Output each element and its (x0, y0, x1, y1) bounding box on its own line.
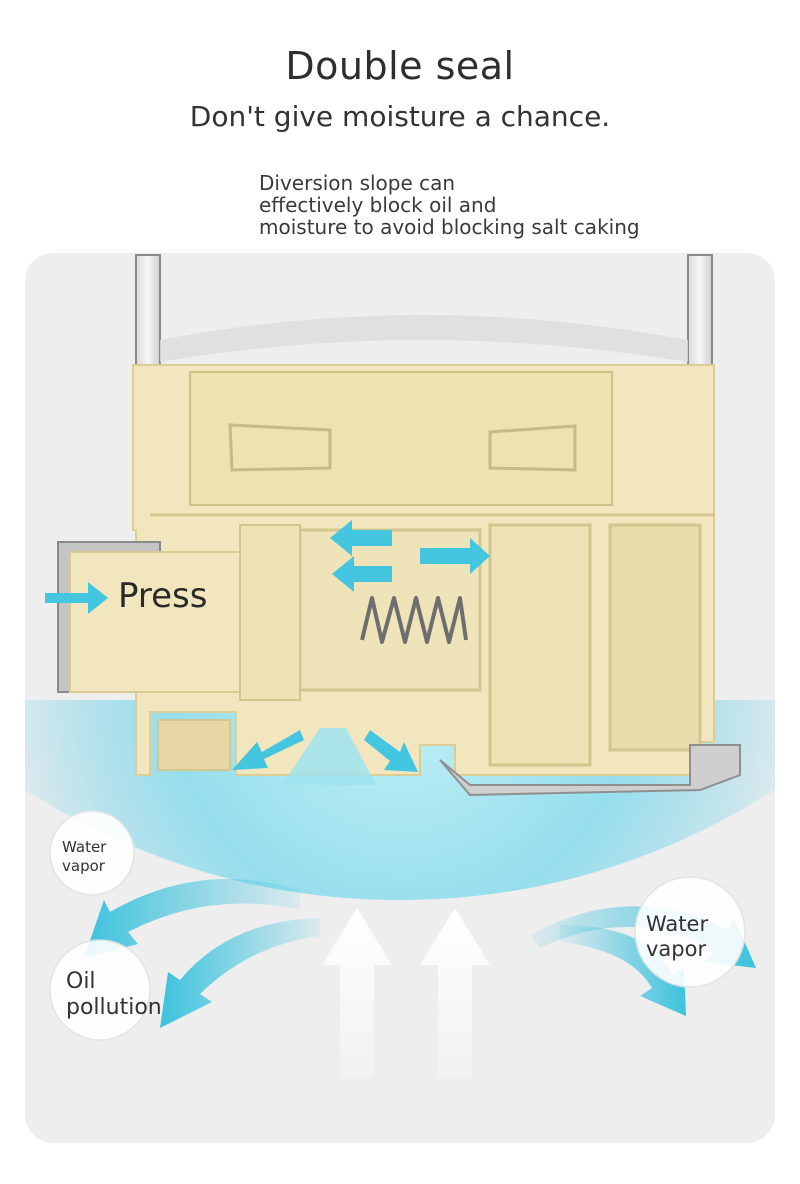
left-arrow-mid (332, 556, 392, 592)
description-line-1: Diversion slope can (259, 171, 456, 195)
description-line-3: moisture to avoid blocking salt caking (259, 215, 640, 239)
water-vapor-left-line-1: Water (62, 838, 107, 856)
page-subtitle: Don't give moisture a chance. (189, 100, 611, 133)
oil-line-2: pollution (66, 995, 162, 1020)
description-text: Diversion slope can effectively block oi… (259, 172, 719, 238)
description-line-2: effectively block oil and (259, 193, 497, 217)
oil-pollution-label: Oil pollution (66, 969, 162, 1021)
water-vapor-bubble-right (634, 876, 746, 988)
water-vapor-right-line-1: Water (646, 912, 709, 936)
water-vapor-left-line-2: vapor (62, 857, 105, 875)
right-arrow-top (420, 538, 490, 574)
oil-pollution-bubble (49, 939, 151, 1041)
spring (360, 596, 468, 644)
diversion-slope (282, 728, 376, 785)
water-vapor-bubble-left (49, 810, 135, 896)
water-vapor-label-left: Water vapor (62, 838, 106, 876)
page-title: Double seal (285, 44, 515, 88)
left-arrow-top (330, 520, 392, 556)
down-right-arrow (364, 730, 418, 772)
oil-line-1: Oil (66, 969, 96, 994)
down-left-arrow (232, 730, 304, 770)
glass-jar (135, 254, 713, 366)
water-vapor-label-right: Water vapor (646, 912, 708, 962)
flow-arrows (45, 520, 490, 772)
up-arrows (322, 908, 490, 1078)
water-vapor-right-line-2: vapor (646, 937, 707, 961)
press-label: Press (118, 576, 208, 616)
press-button-part (57, 524, 301, 701)
press-arrow (45, 582, 108, 614)
bubbles (49, 810, 746, 1041)
